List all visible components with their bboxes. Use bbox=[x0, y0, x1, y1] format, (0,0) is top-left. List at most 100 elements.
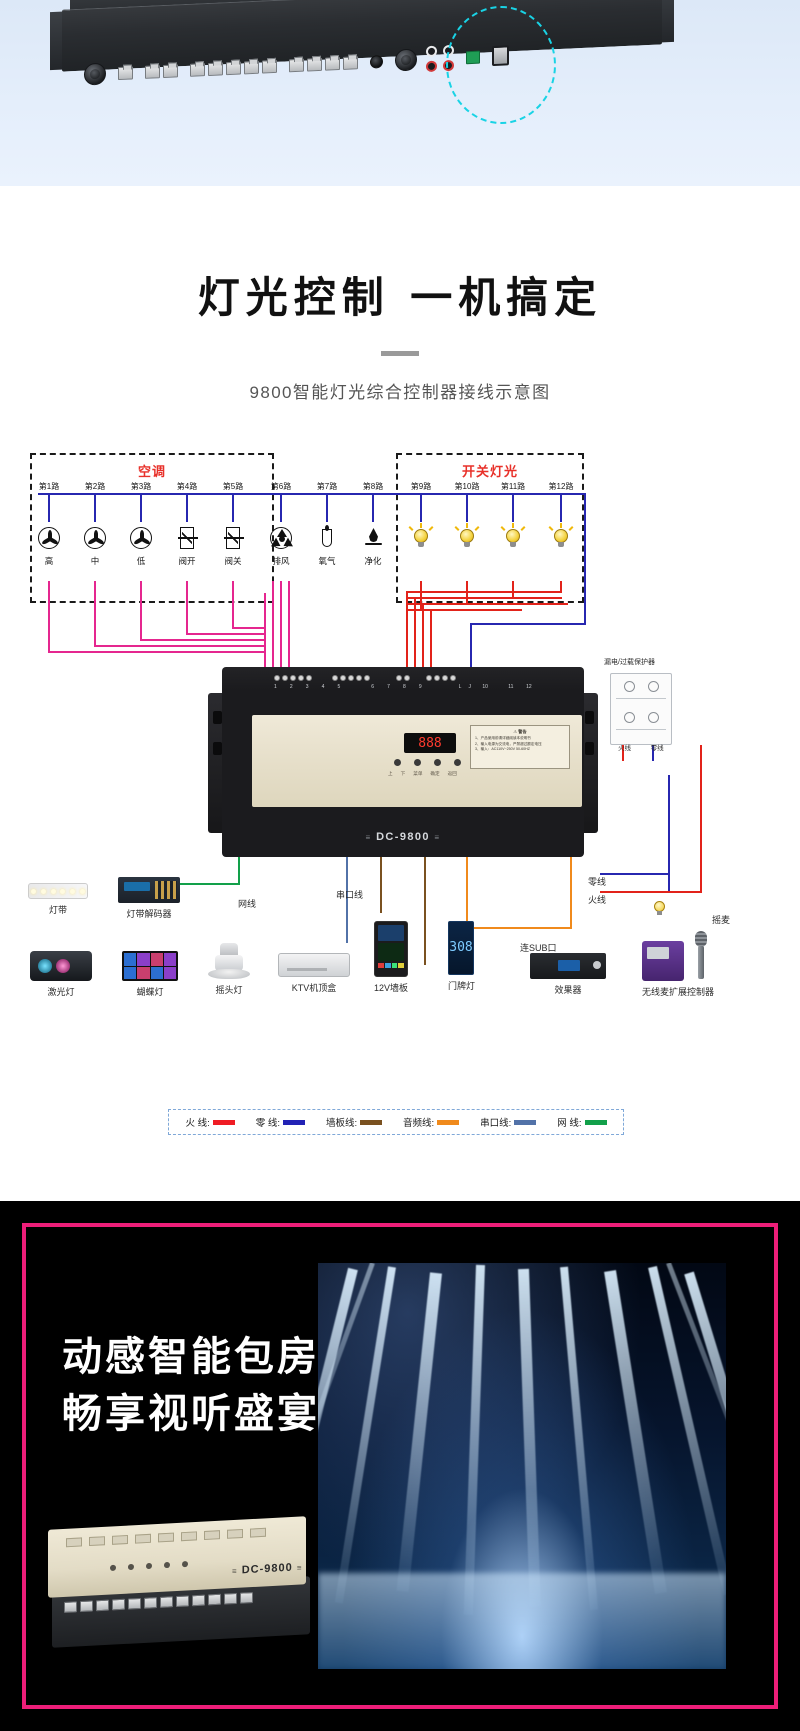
device-door-plate-label: 门牌灯 bbox=[448, 979, 475, 992]
channel-12-number: 第12路 bbox=[538, 481, 584, 492]
terminal-screw bbox=[290, 675, 296, 681]
terminal-num: 4 bbox=[322, 684, 338, 690]
channel-10-drop-wire bbox=[466, 494, 468, 522]
legend-item-lan: 网 线: bbox=[557, 1115, 606, 1129]
channel-9-drop-wire bbox=[420, 494, 422, 522]
device-set-top-box: KTV机顶盒 bbox=[278, 953, 350, 994]
stage-floor-glow bbox=[318, 1573, 726, 1669]
channel-8-drop-wire bbox=[372, 494, 374, 522]
device-door-plate-light: 308 门牌灯 bbox=[448, 921, 475, 992]
product-photo-dc9800: ≡ DC-9800 ≡ bbox=[62, 0, 662, 88]
xlr-input-jack bbox=[84, 63, 106, 86]
legend-swatch-live bbox=[213, 1120, 235, 1125]
legend-label-wallpanel: 墙板线: bbox=[326, 1115, 357, 1129]
channel-5-label: 阀关 bbox=[210, 555, 256, 567]
connected-devices-row: 灯带 灯带解码器 激光灯 蝴蝶灯 bbox=[0, 875, 800, 1095]
protector-terminal bbox=[648, 681, 659, 692]
wire-neutral-down bbox=[470, 623, 472, 669]
wire-ch5-horizontal bbox=[232, 627, 266, 629]
channel-1-label: 高 bbox=[26, 555, 72, 567]
channel-7-label: 氧气 bbox=[304, 555, 350, 567]
legend-item-neutral: 零 线: bbox=[256, 1115, 305, 1129]
page-subtitle: 9800智能灯光综合控制器接线示意图 bbox=[0, 378, 800, 403]
terminal-num: 9 bbox=[419, 684, 459, 690]
device-rear-panel bbox=[62, 0, 662, 72]
channel-3-number: 第3路 bbox=[118, 481, 164, 492]
channel-3: 第3路 低 bbox=[118, 481, 164, 567]
wire-ac-bundle-down bbox=[264, 593, 266, 671]
controller-button-row[interactable] bbox=[394, 759, 481, 766]
rca-input-left bbox=[426, 61, 437, 72]
channel-9-number: 第9路 bbox=[398, 481, 444, 492]
dc12v-power-jack bbox=[370, 55, 383, 69]
protector-terminal-row-bottom bbox=[611, 705, 671, 723]
protector-pin-live: 火线 bbox=[618, 745, 631, 752]
channel-4-drop-wire bbox=[186, 494, 188, 522]
wire-sw-down-2 bbox=[414, 597, 416, 669]
channel-2: 第2路 中 bbox=[72, 481, 118, 567]
channel-3-label: 低 bbox=[118, 555, 164, 567]
protector-terminal bbox=[648, 712, 659, 723]
protector-divider bbox=[616, 698, 666, 699]
zone-air-conditioner-title: 空调 bbox=[32, 461, 272, 480]
device-effector-label: 效果器 bbox=[530, 983, 606, 996]
rj45-audio-port bbox=[244, 60, 259, 74]
protector-pin-labels: 火线 零线 bbox=[618, 745, 664, 752]
terminal-screw bbox=[332, 675, 338, 681]
bulb-icon bbox=[490, 523, 536, 553]
note-serial-cable: 串口线 bbox=[336, 891, 348, 901]
channel-4-label: 阀开 bbox=[164, 555, 210, 567]
hero-product-banner: ≡ DC-9800 ≡ bbox=[0, 0, 800, 186]
rack-ear-hole bbox=[585, 742, 594, 755]
protector-terminal bbox=[624, 712, 635, 723]
device-led-decoder-label: 灯带解码器 bbox=[118, 907, 180, 920]
rj45-usb-port bbox=[262, 59, 277, 73]
rj45-wlan-port bbox=[118, 66, 133, 80]
button-label-ok: 确定 bbox=[430, 771, 439, 777]
warning-title: ⚠ 警告 bbox=[475, 729, 565, 735]
oxygen-icon bbox=[304, 523, 350, 553]
rj45-lamp-1 bbox=[307, 57, 322, 71]
note-lan-cable: 网线 bbox=[238, 897, 256, 910]
leakage-overload-protector bbox=[610, 673, 672, 745]
channel-6: 第6路 排风 bbox=[258, 481, 304, 567]
bulb-icon bbox=[398, 523, 444, 553]
ceiling-bulb-illustration bbox=[650, 897, 668, 917]
terminal-num: 7 bbox=[387, 684, 403, 690]
rj45-wallpanel-1 bbox=[208, 62, 223, 76]
device-led-decoder: 灯带解码器 bbox=[118, 877, 180, 920]
channel-7-drop-wire bbox=[326, 494, 328, 522]
legend-label-lan: 网 线: bbox=[557, 1115, 581, 1129]
showcase-title: 动感智能包房 畅享视听盛宴 bbox=[62, 1329, 320, 1443]
protector-label: 漏电/过载保护器 bbox=[604, 657, 655, 667]
wire-ch2-horizontal bbox=[94, 645, 266, 647]
display-value: 888 bbox=[418, 737, 441, 750]
rj45-mic-port-1 bbox=[145, 65, 160, 79]
channel-6-label: 排风 bbox=[258, 555, 304, 567]
terminal-screw bbox=[356, 675, 362, 681]
protector-terminal-row-top bbox=[611, 674, 671, 692]
channel-1-number: 第1路 bbox=[26, 481, 72, 492]
controller-chassis: 1 2 3 4 5 6 7 8 9 L J 10 11 12 bbox=[222, 667, 584, 857]
wire-sw-bus-4 bbox=[408, 591, 562, 593]
button-ok[interactable] bbox=[454, 759, 461, 766]
device-laser-light: 激光灯 bbox=[30, 951, 92, 998]
channel-4: 第4路 阀开 bbox=[164, 481, 210, 567]
button-menu[interactable] bbox=[434, 759, 441, 766]
channel-8-number: 第8路 bbox=[350, 481, 396, 492]
device-led-strip-label: 灯带 bbox=[28, 903, 88, 916]
rack-ear-hole bbox=[585, 711, 594, 724]
terminal-screw bbox=[282, 675, 288, 681]
legend-label-serial: 串口线: bbox=[480, 1115, 511, 1129]
note-sub-port: 连SUB口 bbox=[520, 941, 557, 954]
fan-icon bbox=[26, 523, 72, 553]
terminal-screw-row bbox=[274, 675, 542, 681]
button-label-up: 上 bbox=[388, 771, 393, 777]
brand-dash-left: ≡ bbox=[366, 833, 372, 842]
button-up[interactable] bbox=[394, 759, 401, 766]
wire-sw-bus-1 bbox=[408, 609, 522, 611]
legend-item-serial: 串口线: bbox=[480, 1115, 536, 1129]
wire-ch4-riser bbox=[186, 581, 188, 635]
wireless-mic-controller-icon bbox=[642, 941, 684, 981]
button-down[interactable] bbox=[414, 759, 421, 766]
